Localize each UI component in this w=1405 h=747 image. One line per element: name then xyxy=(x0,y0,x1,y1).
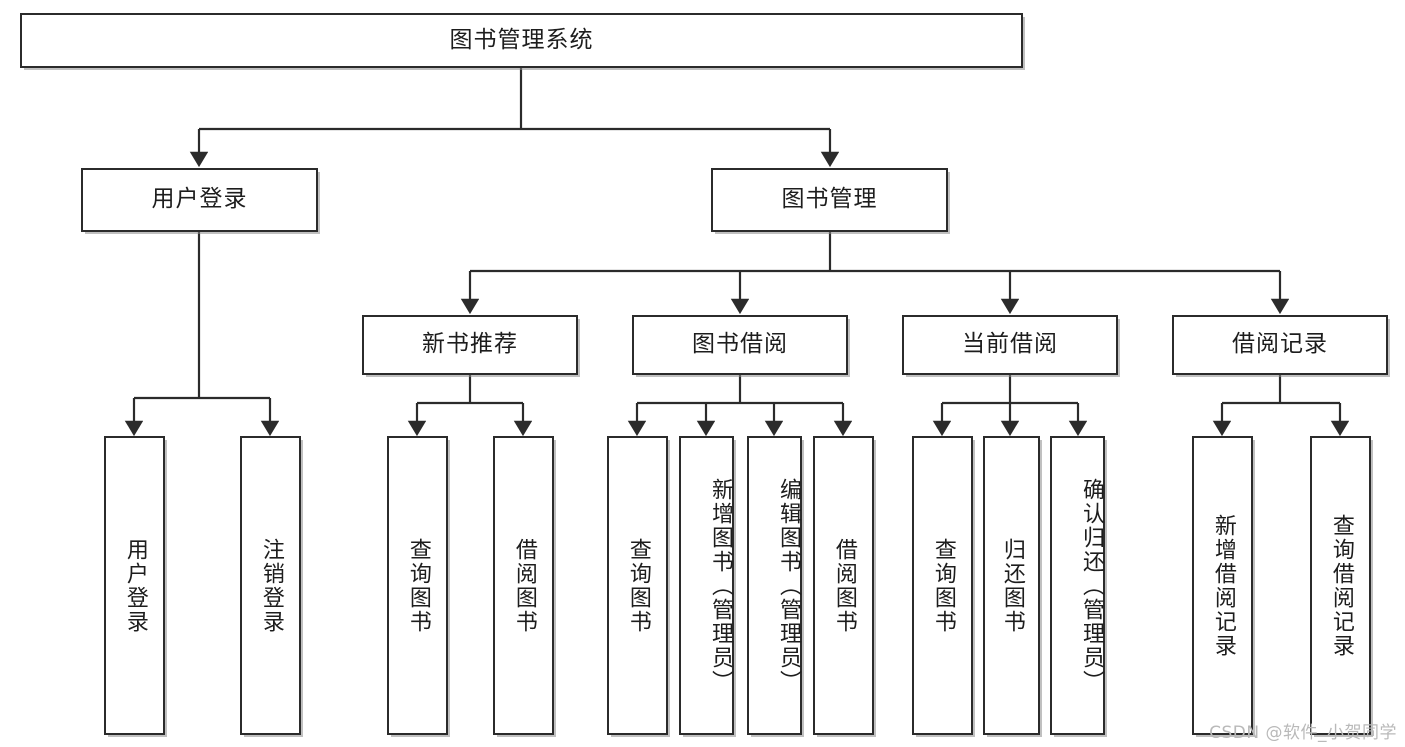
leaf-new-book-borrow-book[interactable]: 借阅图书 xyxy=(493,436,554,735)
node-book-management[interactable]: 图书管理 xyxy=(711,168,948,232)
node-label: 用户登录 xyxy=(122,537,148,634)
leaf-current-borrow-query-book[interactable]: 查询图书 xyxy=(912,436,973,735)
node-label: 编辑图书（管理员） xyxy=(776,477,801,694)
node-borrow-record[interactable]: 借阅记录 xyxy=(1172,315,1388,375)
node-label: 新增借阅记录 xyxy=(1210,513,1236,658)
node-current-borrow[interactable]: 当前借阅 xyxy=(902,315,1118,375)
leaf-book-borrow-edit-book-admin[interactable]: 编辑图书（管理员） xyxy=(747,436,802,735)
node-label: 图书管理系统 xyxy=(449,26,594,53)
node-label: 借阅图书 xyxy=(511,537,537,634)
leaf-borrow-record-add-record[interactable]: 新增借阅记录 xyxy=(1192,436,1253,735)
node-label: 新书推荐 xyxy=(422,331,518,358)
leaf-user-login-logout[interactable]: 注销登录 xyxy=(240,436,301,735)
node-label: 借阅图书 xyxy=(831,537,857,634)
node-label: 确认归还（管理员） xyxy=(1079,477,1104,694)
node-label: 借阅记录 xyxy=(1232,331,1328,358)
node-label: 查询图书 xyxy=(405,537,431,634)
node-label: 用户登录 xyxy=(151,186,248,213)
node-label: 当前借阅 xyxy=(962,331,1058,358)
leaf-user-login-login[interactable]: 用户登录 xyxy=(104,436,165,735)
node-label: 图书借阅 xyxy=(692,331,788,358)
leaf-book-borrow-borrow-book[interactable]: 借阅图书 xyxy=(813,436,874,735)
node-label: 新增图书（管理员） xyxy=(708,477,733,694)
leaf-current-borrow-confirm-return-admin[interactable]: 确认归还（管理员） xyxy=(1050,436,1105,735)
csdn-watermark: CSDN @软件_小贺同学 xyxy=(1209,723,1397,743)
node-label: 图书管理 xyxy=(781,186,878,213)
node-new-book-recommend[interactable]: 新书推荐 xyxy=(362,315,578,375)
leaf-borrow-record-query-record[interactable]: 查询借阅记录 xyxy=(1310,436,1371,735)
node-label: 查询图书 xyxy=(930,537,956,634)
node-book-borrow[interactable]: 图书借阅 xyxy=(632,315,848,375)
node-label: 查询借阅记录 xyxy=(1328,513,1354,658)
leaf-current-borrow-return-book[interactable]: 归还图书 xyxy=(983,436,1040,735)
leaf-new-book-query-book[interactable]: 查询图书 xyxy=(387,436,448,735)
node-user-login[interactable]: 用户登录 xyxy=(81,168,318,232)
node-label: 归还图书 xyxy=(999,537,1025,634)
node-label: 注销登录 xyxy=(258,537,284,634)
leaf-book-borrow-query-book[interactable]: 查询图书 xyxy=(607,436,668,735)
node-label: 查询图书 xyxy=(625,537,651,634)
node-root-book-management-system[interactable]: 图书管理系统 xyxy=(20,13,1023,68)
leaf-book-borrow-add-book-admin[interactable]: 新增图书（管理员） xyxy=(679,436,734,735)
